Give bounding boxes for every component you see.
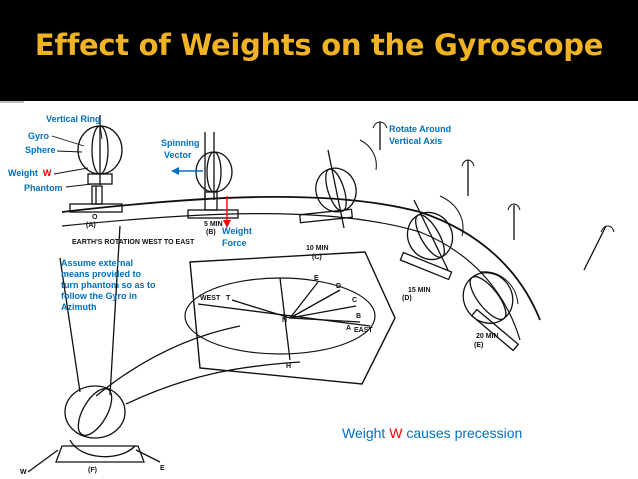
pos-f-label: (F) [88,467,97,474]
assume-line2: means provided to [61,269,142,279]
phantom-label: Phantom [24,183,63,193]
gyro-f [27,385,161,473]
pos-b-label: (B) [206,229,216,236]
point-t: T [226,295,231,302]
pos-a-time: O [92,214,98,221]
f-west-mark: W [20,469,27,476]
pos-c-label: (C) [312,254,322,261]
title-rule [0,101,24,103]
gyro-label: Gyro [28,131,50,141]
precession-caption: Weight W causes precession [342,425,522,441]
gyro-d [399,195,464,281]
assume-line3: turn phantom so as to [61,280,156,290]
weight-w: W [42,168,52,178]
weight-force-line2: Force [222,238,247,248]
point-h: H [286,363,291,370]
caption-suffix: causes precession [406,425,523,441]
point-e: E [314,275,319,282]
east-label: EAST [354,327,373,334]
pos-d-label: (D) [402,295,412,302]
point-c: C [352,297,357,304]
earth-rotation-text: EARTH'S ROTATION WEST TO EAST [72,239,195,246]
caption-prefix: Weight [342,425,386,441]
weight-label: Weight W [8,168,51,179]
gyro-e [462,271,520,352]
point-b: B [356,313,361,320]
earth-arc-outer [61,195,541,321]
f-east-mark: E [160,465,165,472]
gyro-b [187,132,239,219]
assume-line1: Assume external [61,258,134,268]
vertical-axis-label: Vertical Axis [389,136,443,146]
pos-d-time: 15 MIN [408,287,431,294]
earth-arc-inner [61,213,521,341]
title-bar: Effect of Weights on the Gyroscope [0,0,638,101]
plane-panel [189,251,396,385]
caption-w: W [389,425,403,441]
slide-title: Effect of Weights on the Gyroscope [34,28,604,62]
pos-e-time: 20 MIN [476,333,499,340]
pos-e-label: (E) [474,342,483,349]
pos-b-time: 5 MIN [204,221,223,228]
sphere-label: Sphere [25,145,56,155]
point-n: N [282,317,287,324]
spinning-label: Spinning [161,138,200,148]
pos-c-time: 10 MIN [306,245,329,252]
vector-label: Vector [164,150,192,160]
assume-line4: follow the Gyro in [61,291,137,301]
west-label: WEST [200,295,221,302]
weight-prefix: Weight [8,168,38,178]
vertical-ring-label: Vertical Ring [46,114,101,124]
rotate-around-label: Rotate Around [389,124,452,134]
assume-line5: Azimuth [61,302,97,312]
pos-a-label: (A) [86,222,96,229]
weight-force-line1: Weight [222,226,252,236]
point-a: A [346,325,351,332]
gyroscope-diagram: EARTH'S ROTATION WEST TO EAST (A) O (B) … [20,115,615,476]
point-d: D [336,283,341,290]
gyro-c [299,139,377,229]
